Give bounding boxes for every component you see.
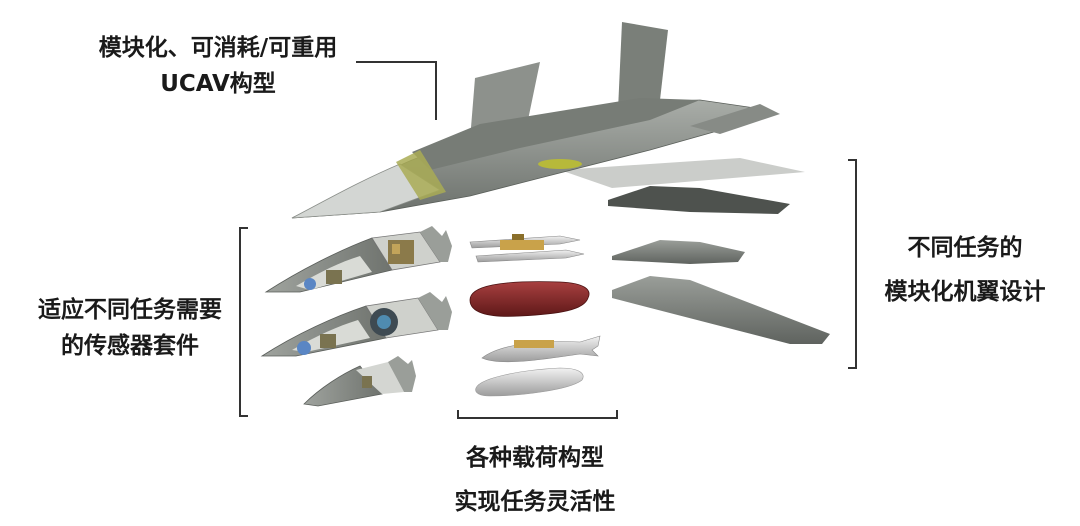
leader-lines xyxy=(239,61,857,419)
sensor-suites xyxy=(260,226,452,407)
ucav-label-line1: 模块化、可消耗/可重用 xyxy=(98,35,338,61)
payload-configuration-label: 各种载荷构型 实现任务灵活性 xyxy=(415,436,655,524)
wing-label-line2: 模块化机翼设计 xyxy=(884,279,1046,305)
wing-module-3 xyxy=(612,276,830,344)
sensor-nose-cone-3 xyxy=(303,356,416,407)
sensor-suite-label: 适应不同任务需要 的传感器套件 xyxy=(5,292,255,364)
wing-bracket xyxy=(848,159,857,369)
sensor-bracket xyxy=(239,227,248,417)
wing-label-line1: 不同任务的 xyxy=(907,235,1023,261)
ucav-label-line2: UCAV构型 xyxy=(160,71,276,97)
payload-label-line2: 实现任务灵活性 xyxy=(454,489,616,515)
aircraft-spine xyxy=(412,98,700,170)
aircraft-accent-panel xyxy=(538,159,582,169)
payload-bracket xyxy=(457,410,618,419)
payload-bomb xyxy=(481,335,601,363)
ucav-aircraft xyxy=(291,22,805,219)
ucav-leader-line xyxy=(356,61,437,120)
aircraft-h-tail xyxy=(690,104,780,134)
sensor-nose-cone-2 xyxy=(260,292,452,357)
payload-missile-rack xyxy=(469,234,585,263)
payload-configurations xyxy=(469,234,601,397)
wing-module-2 xyxy=(612,240,745,264)
payload-label-line1: 各种载荷构型 xyxy=(466,445,604,471)
modular-wings xyxy=(608,186,830,344)
modular-wing-label: 不同任务的 模块化机翼设计 xyxy=(860,226,1070,314)
aircraft-wing-translucent xyxy=(560,158,805,188)
sensor-label-line1: 适应不同任务需要 xyxy=(38,297,222,323)
payload-drop-tank xyxy=(475,367,584,397)
wing-module-1 xyxy=(608,186,790,214)
aircraft-sensor-bay xyxy=(396,150,446,200)
aircraft-tail-rear xyxy=(618,22,668,110)
ucav-configuration-label: 模块化、可消耗/可重用 UCAV构型 xyxy=(58,30,378,102)
sensor-label-line2: 的传感器套件 xyxy=(61,333,199,359)
payload-red-pod xyxy=(469,281,590,317)
sensor-nose-cone-1 xyxy=(264,226,452,293)
